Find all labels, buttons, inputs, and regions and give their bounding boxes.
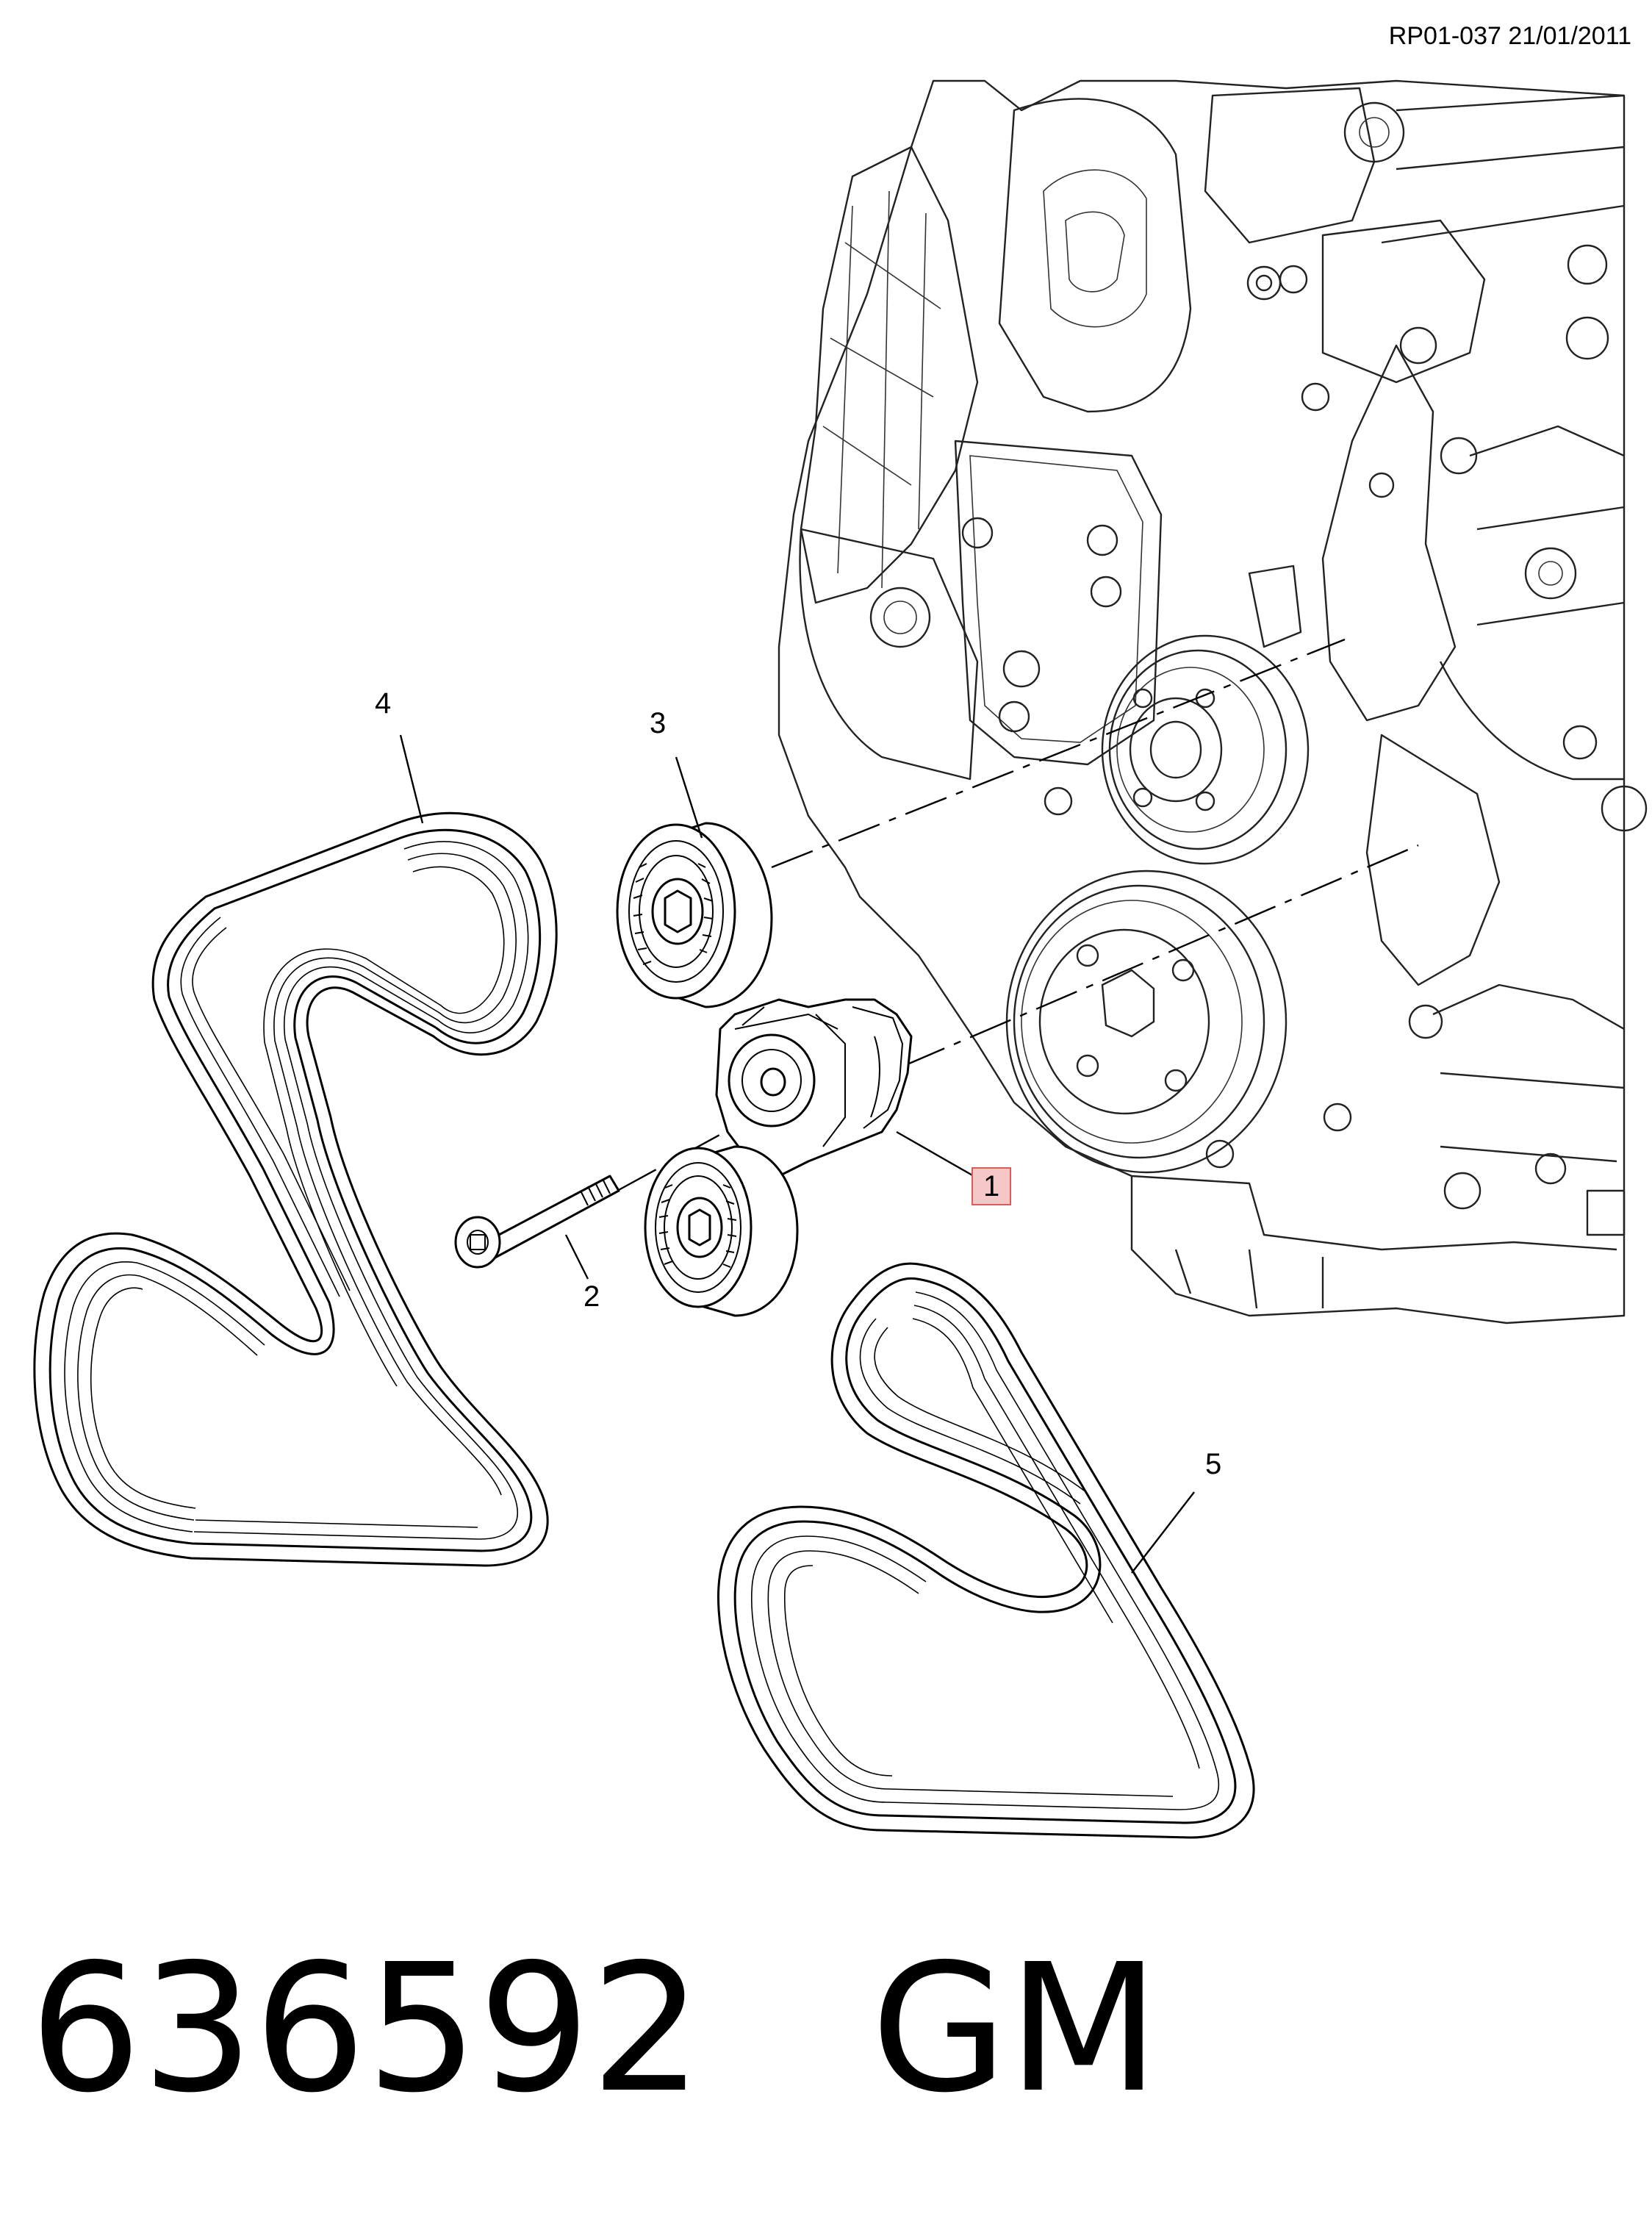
callout-1[interactable]: 1 <box>972 1167 1012 1205</box>
leader-line-1 <box>896 1130 974 1177</box>
engine-crank-pulley <box>1005 870 1288 1174</box>
assembly-axis-lower <box>903 844 1419 1067</box>
leader-line-4 <box>399 734 424 824</box>
leader-line-5 <box>1131 1491 1195 1574</box>
bolt-part-2 <box>454 1175 620 1269</box>
brand-name: GM <box>871 1926 1160 2132</box>
assembly-axis-upper <box>771 638 1346 869</box>
drawing-reference: RP01-037 21/01/2011 <box>1388 22 1631 50</box>
leader-line-2 <box>564 1234 589 1280</box>
tensioner-pulley <box>644 1145 799 1317</box>
engine-upper-pulley <box>1101 634 1310 865</box>
drive-belt-part-4 <box>33 811 558 1567</box>
callout-3: 3 <box>650 707 667 739</box>
idler-pulley-part-3 <box>616 822 773 1008</box>
footer-spacer <box>703 1926 871 2132</box>
part-number-footer: 636592 GM <box>29 1940 1160 2117</box>
engine-block-drawing <box>777 79 1648 1324</box>
tensioner-assembly-part-1 <box>715 998 913 1177</box>
callout-5: 5 <box>1205 1448 1222 1480</box>
leader-line-3 <box>675 756 703 839</box>
part-number: 636592 <box>29 1926 703 2132</box>
callout-4: 4 <box>375 687 392 720</box>
drive-belt-part-5 <box>717 1262 1255 1839</box>
callout-2: 2 <box>583 1280 600 1313</box>
